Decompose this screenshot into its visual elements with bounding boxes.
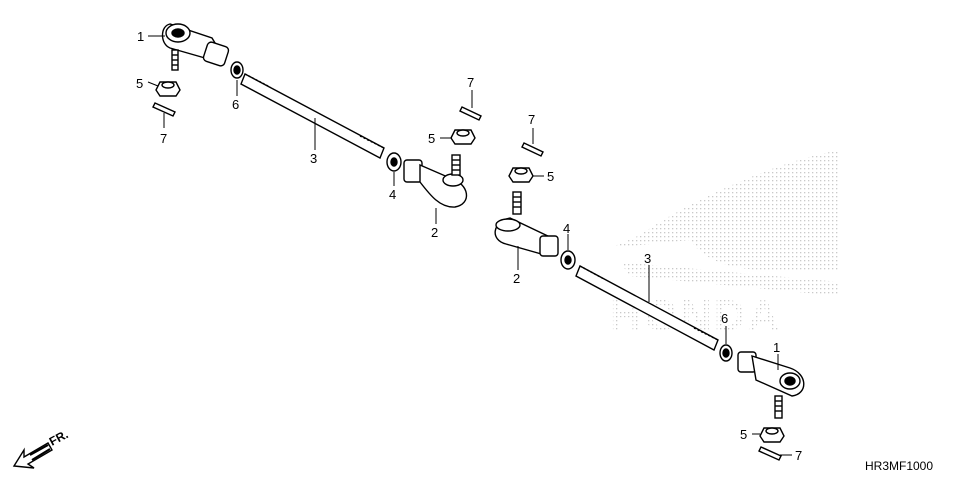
callout-7-upper-left: 7 — [160, 131, 167, 146]
callout-4-left: 4 — [389, 187, 396, 202]
callout-4-right: 4 — [563, 221, 570, 236]
callout-2-left: 2 — [431, 225, 438, 240]
washer-left — [230, 61, 244, 79]
castle-nut-middle-left — [450, 129, 476, 145]
callout-5-lower-right: 5 — [740, 427, 747, 442]
leader-lines — [147, 35, 792, 456]
tie-rod-left — [240, 73, 385, 159]
tie-rod-end-inner-right — [494, 191, 559, 257]
jam-nut-right — [560, 250, 576, 270]
washer-right — [719, 344, 733, 362]
callout-6-left: 6 — [232, 97, 239, 112]
callout-1-lower-right: 1 — [773, 340, 780, 355]
diagram-code: HR3MF1000 — [865, 459, 933, 473]
callout-1-upper-left: 1 — [137, 29, 144, 44]
castle-nut-middle-right — [508, 167, 534, 183]
tie-rod-end-outer-left — [161, 23, 230, 71]
tie-rod-end-outer-right — [737, 351, 805, 419]
castle-nut-lower-right — [759, 427, 785, 443]
callout-3-right: 3 — [644, 251, 651, 266]
cotter-pin-middle-left — [459, 106, 482, 121]
cotter-pin-middle-right — [521, 142, 544, 157]
callout-7-middle-left: 7 — [467, 75, 474, 90]
callout-3-left: 3 — [310, 151, 317, 166]
callout-6-right: 6 — [721, 311, 728, 326]
callout-7-middle-right: 7 — [528, 112, 535, 127]
callout-5-middle-right: 5 — [547, 169, 554, 184]
tie-rod-end-inner-left — [403, 154, 468, 208]
cotter-pin-upper-left — [152, 102, 176, 117]
fr-arrow-icon — [12, 442, 53, 469]
callout-labels: 1 5 7 6 3 7 5 4 2 7 5 2 4 3 6 1 5 7 — [136, 29, 802, 463]
direction-label: FR. — [47, 427, 71, 448]
callout-5-middle-left: 5 — [428, 131, 435, 146]
tie-rod-right — [575, 265, 719, 351]
castle-nut-upper-left — [155, 81, 181, 97]
callout-2-right: 2 — [513, 271, 520, 286]
callout-5-upper-left: 5 — [136, 76, 143, 91]
jam-nut-left — [386, 152, 402, 172]
cotter-pin-lower-right — [758, 446, 782, 461]
callout-7-lower-right: 7 — [795, 448, 802, 463]
